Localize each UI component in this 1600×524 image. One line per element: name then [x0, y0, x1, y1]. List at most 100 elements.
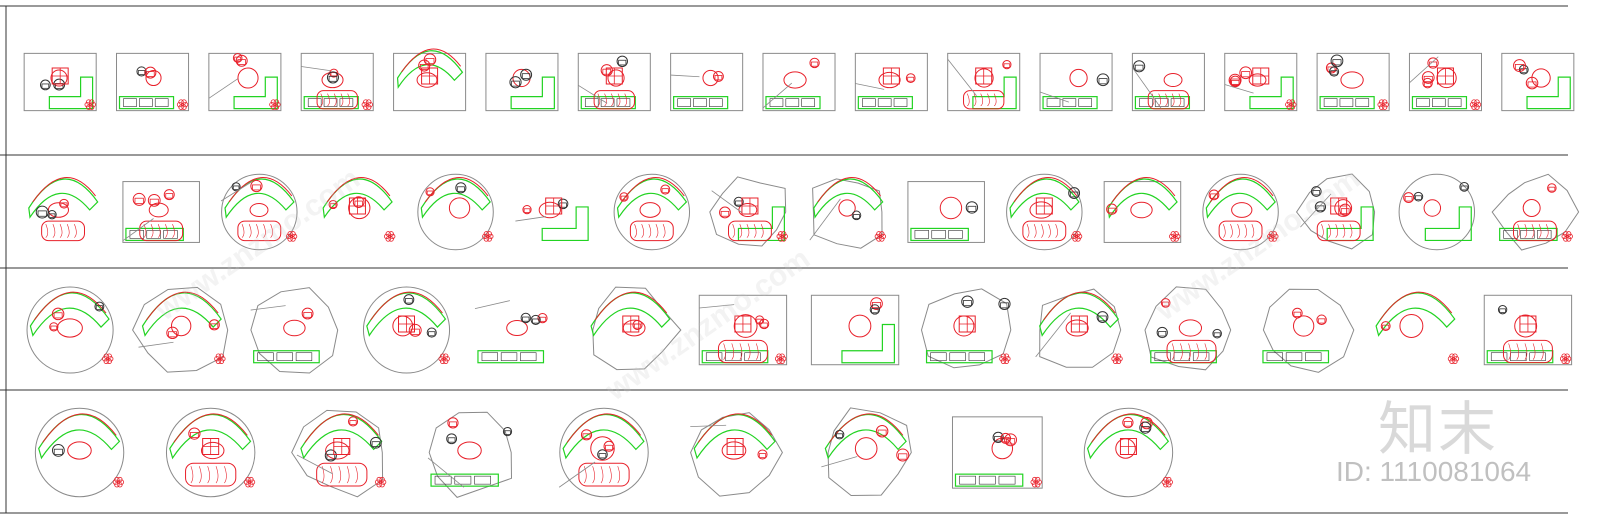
- chair-seat: [349, 420, 357, 426]
- sofa-cushion: [948, 230, 963, 239]
- l-sofa: [841, 323, 895, 364]
- rug-pattern: [1158, 93, 1161, 107]
- curved-sofa: [1107, 178, 1178, 219]
- chair: [712, 71, 724, 82]
- room-outline: [1408, 52, 1482, 112]
- rug-pattern: [1178, 93, 1182, 107]
- sofa-cushion: [1355, 98, 1370, 107]
- layout-r3-c13: [1375, 291, 1460, 364]
- lamp-cord: [947, 58, 977, 97]
- plant-leaf: [776, 233, 782, 240]
- lamp-cord: [474, 300, 510, 310]
- plant-leaf: [388, 236, 394, 242]
- plant: [102, 353, 114, 364]
- sofa-cushion: [677, 98, 691, 107]
- plant: [112, 476, 125, 488]
- chair-seat: [1327, 66, 1336, 72]
- plant-leaf: [106, 358, 112, 364]
- plant-leaf: [182, 101, 189, 108]
- coffee-table: [1065, 319, 1089, 337]
- plant-leaf: [1005, 356, 1011, 362]
- plant: [374, 476, 387, 488]
- plant-leaf: [1000, 353, 1007, 359]
- sofa-cushion: [1078, 98, 1093, 107]
- plant-leaf: [384, 233, 390, 240]
- plant-leaf: [776, 353, 782, 359]
- sofa-cushion: [1339, 98, 1354, 107]
- curved-sofa-back: [146, 291, 219, 321]
- chair: [324, 449, 337, 462]
- curved-sofa-back: [828, 413, 904, 443]
- curved-sofa-back: [1091, 413, 1166, 443]
- plant-leaf: [218, 353, 225, 359]
- rug-pattern: [333, 93, 337, 107]
- plant-leaf: [1268, 231, 1274, 237]
- curved-sofa-back: [33, 291, 107, 321]
- plant-leaf: [1166, 476, 1172, 483]
- rug: [1147, 90, 1190, 110]
- chair-seat: [303, 312, 312, 318]
- curved-sofa-back: [621, 177, 685, 203]
- lamp-cord: [699, 304, 735, 309]
- l-sofa: [1249, 76, 1294, 110]
- sofa-cushion: [1537, 230, 1552, 239]
- layout-r2-c14: [1295, 173, 1376, 250]
- coffee-table: [348, 196, 371, 220]
- chair: [1525, 76, 1539, 90]
- chair: [1004, 433, 1018, 447]
- chair: [1292, 307, 1303, 319]
- room-outline: [951, 416, 1043, 489]
- coffee-table: [50, 69, 68, 87]
- layout-r2-c1: [28, 177, 99, 242]
- plant-leaf: [782, 233, 788, 240]
- chair: [580, 429, 593, 441]
- chair-seat: [134, 197, 144, 205]
- rug-pattern: [59, 224, 63, 238]
- chair: [1413, 191, 1424, 202]
- rug-pattern: [1026, 224, 1030, 238]
- chair: [660, 184, 671, 195]
- room-outline: [208, 52, 282, 112]
- organic-rug: [1491, 173, 1580, 251]
- lamp-cord: [1039, 91, 1069, 103]
- lamp-cord: [296, 454, 333, 475]
- plant-leaf: [1567, 233, 1573, 240]
- plant-leaf: [215, 358, 222, 364]
- sofa-cushion: [307, 98, 322, 107]
- rug-pattern: [1524, 224, 1528, 238]
- plant-leaf: [779, 358, 785, 364]
- layout-r1-c4: [300, 52, 374, 112]
- chair: [49, 322, 59, 332]
- rug-pattern: [66, 224, 70, 238]
- chair-seat: [1001, 436, 1010, 443]
- plant-leaf: [1163, 482, 1169, 488]
- chair-seat: [760, 322, 768, 328]
- chair-seat: [1340, 208, 1350, 215]
- chair-seat: [1499, 308, 1506, 314]
- sofa-cushion: [931, 230, 946, 239]
- sofa-cushion: [600, 98, 615, 107]
- plant-leaf: [879, 236, 885, 242]
- rug-pattern: [172, 224, 175, 238]
- plant-leaf: [780, 356, 787, 362]
- plant-leaf: [1381, 104, 1388, 110]
- sofa-cushion: [295, 352, 313, 362]
- coffee-table: [1115, 438, 1136, 459]
- chair-seat: [190, 432, 199, 438]
- plant-leaf: [390, 233, 396, 240]
- room-outline: [1131, 52, 1205, 112]
- chair: [1314, 201, 1327, 213]
- plant-leaf: [248, 482, 254, 488]
- plant-leaf: [1117, 356, 1123, 362]
- plant-leaf: [1378, 99, 1385, 105]
- chair-seat: [354, 200, 363, 207]
- sofa-cushion: [959, 475, 976, 485]
- layout-r2-c7: [613, 173, 691, 251]
- plant-leaf: [1112, 353, 1119, 359]
- coffee-table: [47, 202, 70, 218]
- room-outline: [1501, 52, 1575, 112]
- rug-pattern: [199, 466, 202, 484]
- curved-sofa-back: [401, 48, 462, 73]
- chair: [1427, 57, 1439, 69]
- room-outline: [1224, 52, 1298, 112]
